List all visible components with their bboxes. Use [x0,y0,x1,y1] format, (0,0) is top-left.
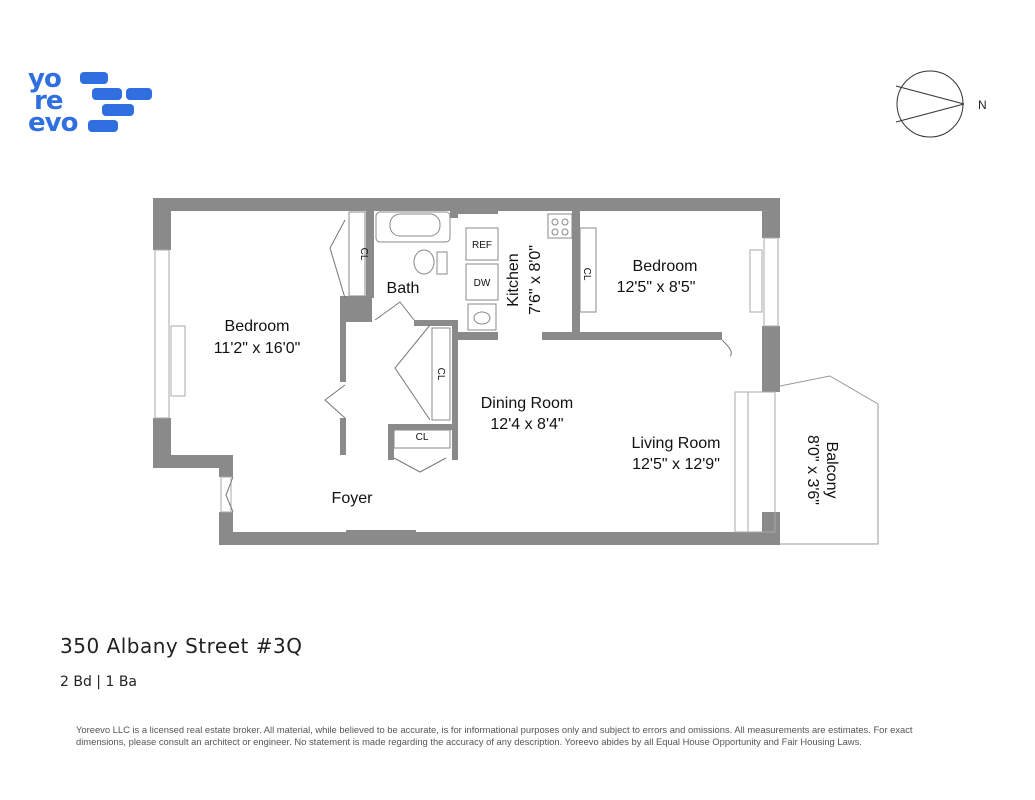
balcony-name: Balcony [823,442,840,499]
compass-north-label: N [978,98,987,112]
kitchen-name: Kitchen [505,253,522,306]
floor-plan: Bedroom 11'2" x 16'0" Bath Kitchen 7'6" … [153,198,879,545]
north-compass: N [890,68,1000,140]
dining-room-dims: 12'4 x 8'4" [490,416,563,433]
foyer-name: Foyer [332,490,374,507]
logo-text-yo: yo [28,64,62,94]
bedroom-left-dims: 11'2" x 16'0" [214,340,301,357]
closet-label-hall: CL [435,368,446,381]
bedroom-right-dims: 12'5" x 8'5" [617,279,696,296]
logo-text-evo: evo [28,108,78,138]
compass-icon [895,70,965,138]
closet-label-bedroom-right: CL [581,268,592,281]
yoreevo-logo: yo re evo [28,64,168,136]
bedroom-right-name: Bedroom [633,258,698,275]
dishwasher-label: DW [474,278,491,289]
logo-brick [80,72,108,84]
beds-baths: 2 Bd | 1 Ba [60,674,138,690]
closet-label-foyer: CL [416,432,429,443]
logo-brick [92,88,122,100]
windows [154,237,779,533]
bath-fixtures [375,211,451,275]
closet-label-bedroom-left: CL [358,248,369,261]
legal-disclaimer: Yoreevo LLC is a licensed real estate br… [76,724,913,747]
logo-brick [126,88,152,100]
bath-name: Bath [387,280,420,297]
closets [348,211,597,449]
walls [153,198,780,545]
kitchen-dims: 7'6" x 8'0" [527,245,544,315]
dining-room-name: Dining Room [481,395,573,412]
balcony-outline [779,375,879,545]
kitchen-fixtures [465,213,573,331]
logo-text-re: re [34,86,63,116]
balcony-dims: 8'0" x 3'6" [804,435,821,505]
bedroom-left-name: Bedroom [225,318,290,335]
listing-address: 350 Albany Street #3Q [60,634,303,658]
logo-brick [88,120,118,132]
refrigerator-label: REF [472,240,492,251]
doors [225,219,732,513]
logo-brick [102,104,134,116]
living-room-dims: 12'5" x 12'9" [632,456,720,473]
living-room-name: Living Room [632,435,721,452]
